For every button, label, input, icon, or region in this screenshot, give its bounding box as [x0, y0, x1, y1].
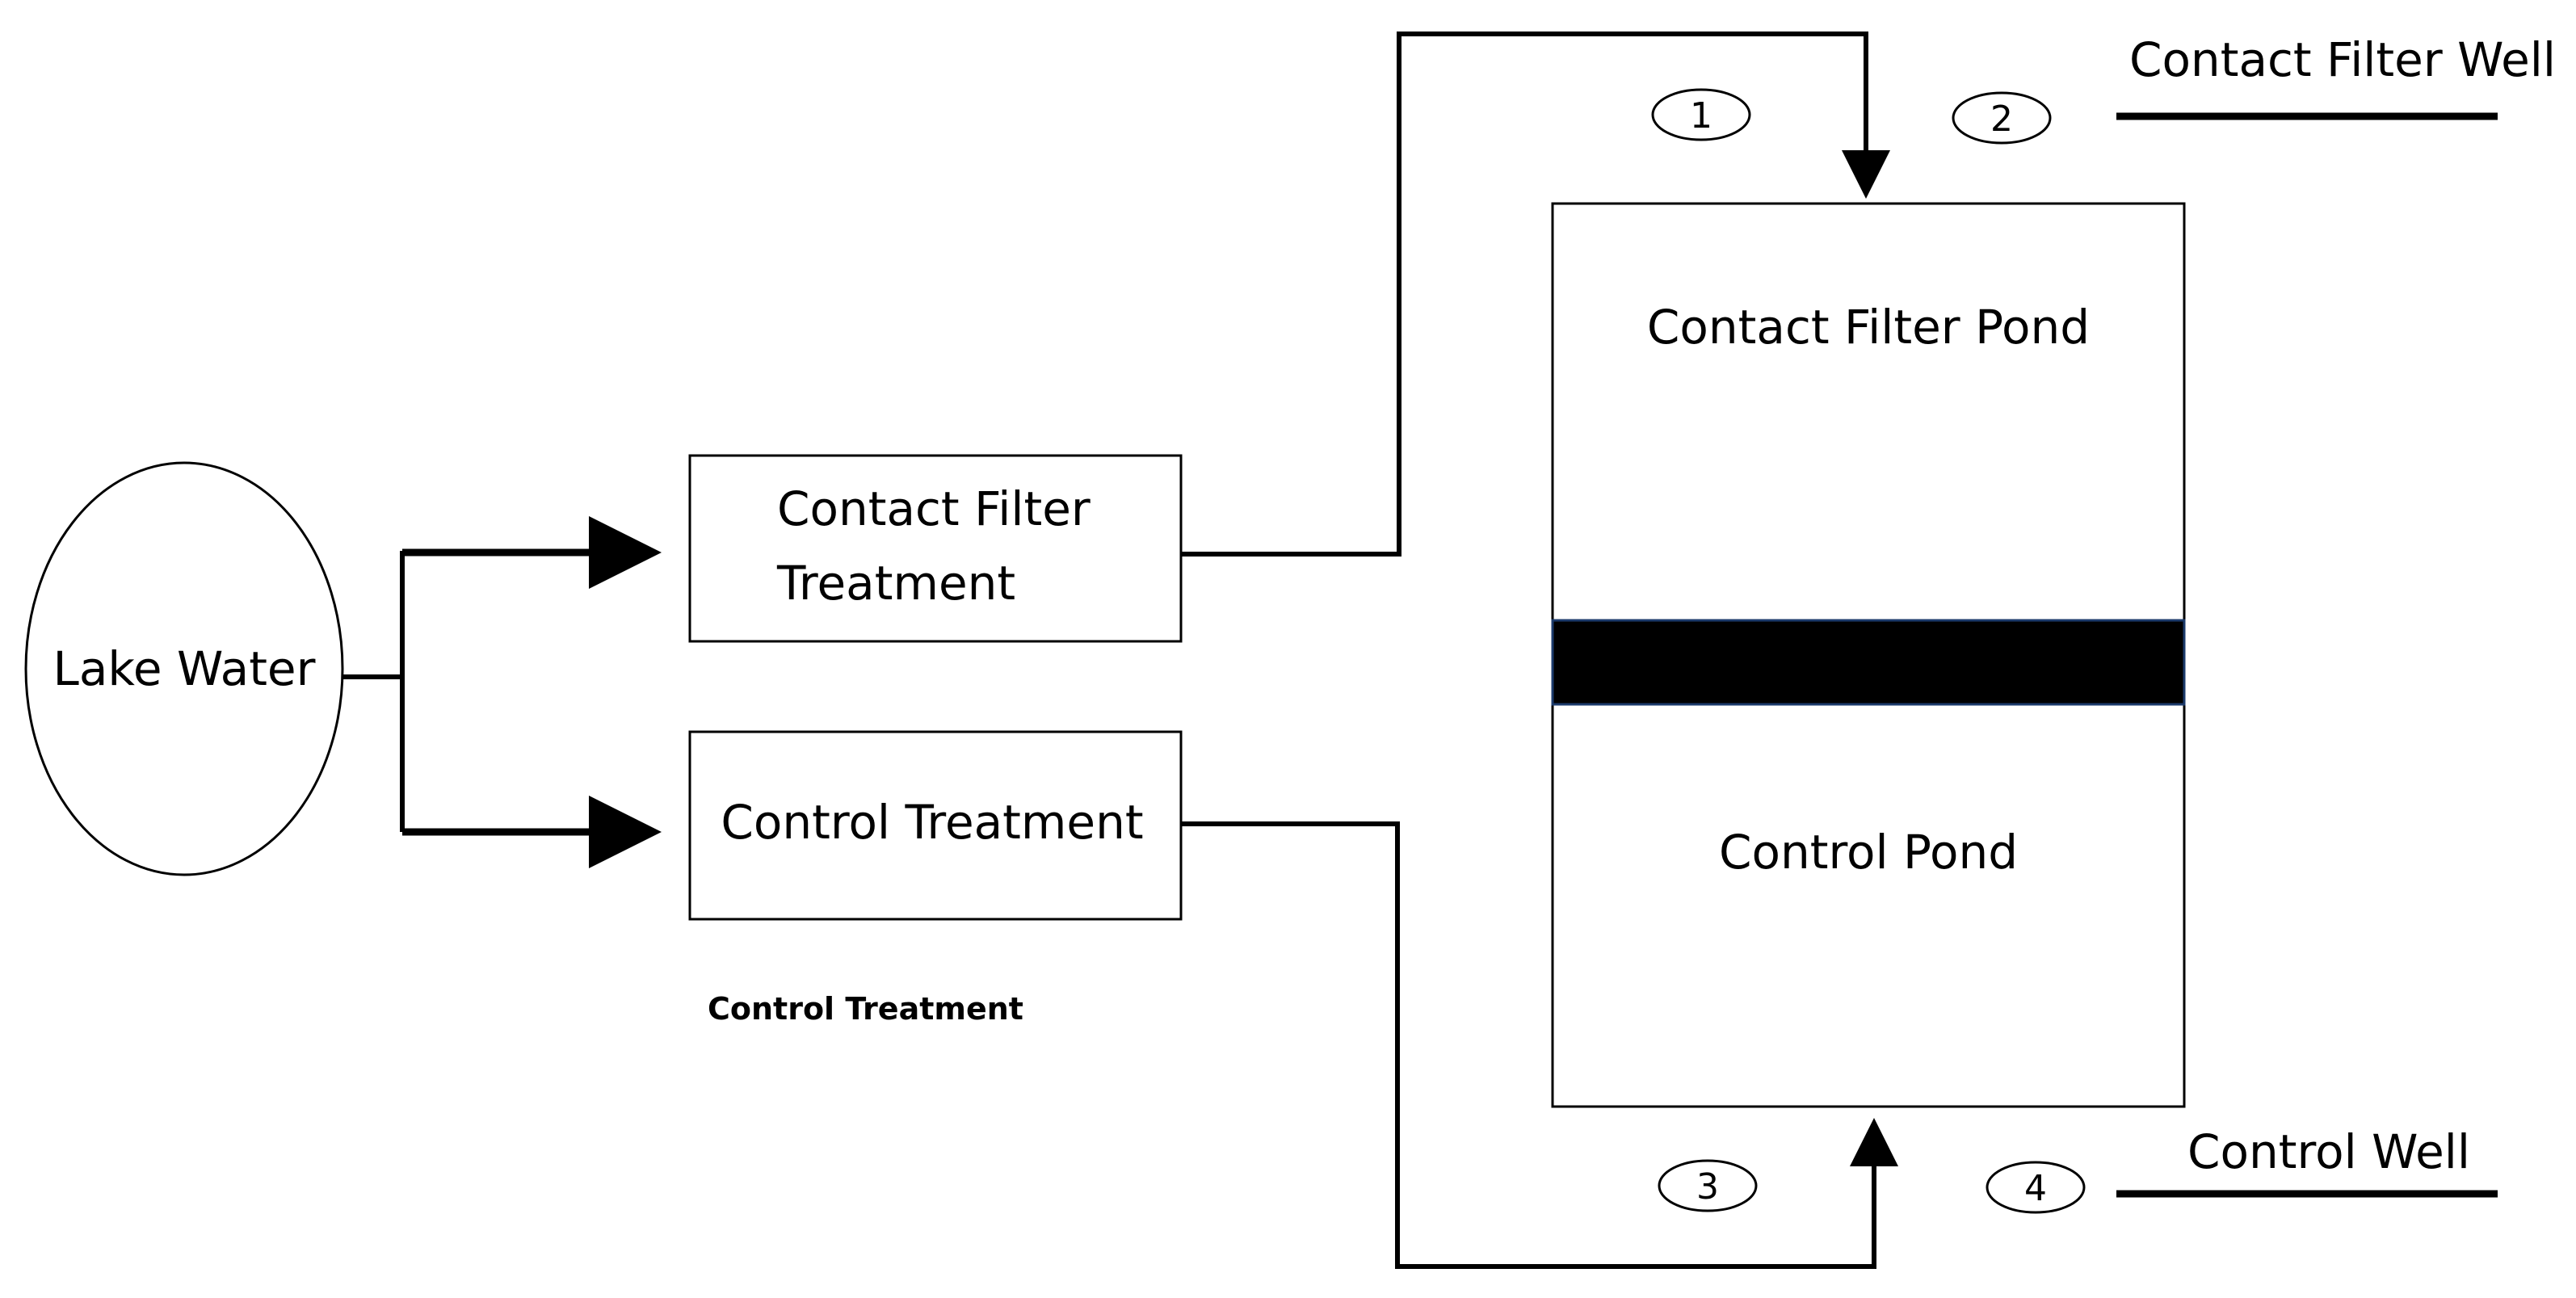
contact-filter-treatment-box — [688, 454, 1183, 643]
pond-divider — [1551, 619, 2186, 706]
marker-2-ellipse — [1952, 91, 2052, 145]
lake-water-node: Lake Water — [24, 461, 344, 876]
sampling-marker-3: 3 — [1658, 1159, 1758, 1212]
marker-3-ellipse — [1658, 1159, 1758, 1212]
contact-filter-pipe — [1181, 32, 1868, 557]
lake-water-ellipse — [24, 461, 344, 876]
marker-4-label: 4 — [2024, 1168, 2047, 1209]
lake-to-treatment-connectors — [342, 516, 662, 868]
control-pipe — [1181, 821, 1876, 1269]
sampling-marker-1: 1 — [1651, 88, 1751, 141]
control-well-label: Control Well — [2187, 1124, 2470, 1179]
sampling-marker-4: 4 — [1986, 1161, 2086, 1214]
control-treatment-node: Control Treatment — [688, 730, 1183, 921]
contact-filter-well: Contact Filter Well — [2116, 32, 2556, 120]
control-treatment-caption: Control Treatment — [708, 991, 1023, 1027]
control-pond-label: Control Pond — [1719, 825, 2018, 880]
contact-filter-pond-label: Contact Filter Pond — [1647, 300, 2090, 355]
contact-filter-well-label: Contact Filter Well — [2129, 32, 2556, 87]
marker-3-label: 3 — [1696, 1166, 1719, 1208]
control-flow-path — [1181, 821, 1898, 1269]
control-well: Control Well — [2116, 1124, 2498, 1198]
sampling-marker-2: 2 — [1952, 91, 2052, 145]
marker-1-ellipse — [1651, 88, 1751, 141]
lake-water-label: Lake Water — [53, 641, 316, 696]
control-treatment-label: Control Treatment — [721, 795, 1143, 850]
marker-2-label: 2 — [1990, 99, 2013, 140]
contact-filter-treatment-label-line2: Treatment — [776, 556, 1015, 611]
contact-filter-treatment-node: Contact Filter Treatment — [688, 454, 1183, 643]
contact-filter-flow-path — [1181, 32, 1890, 557]
contact-filter-treatment-label-line1: Contact Filter — [777, 481, 1090, 536]
control-treatment-box — [688, 730, 1183, 921]
pond-block: Contact Filter Pond Control Pond — [1551, 202, 2186, 1108]
marker-1-label: 1 — [1690, 95, 1712, 137]
marker-4-ellipse — [1986, 1161, 2086, 1214]
